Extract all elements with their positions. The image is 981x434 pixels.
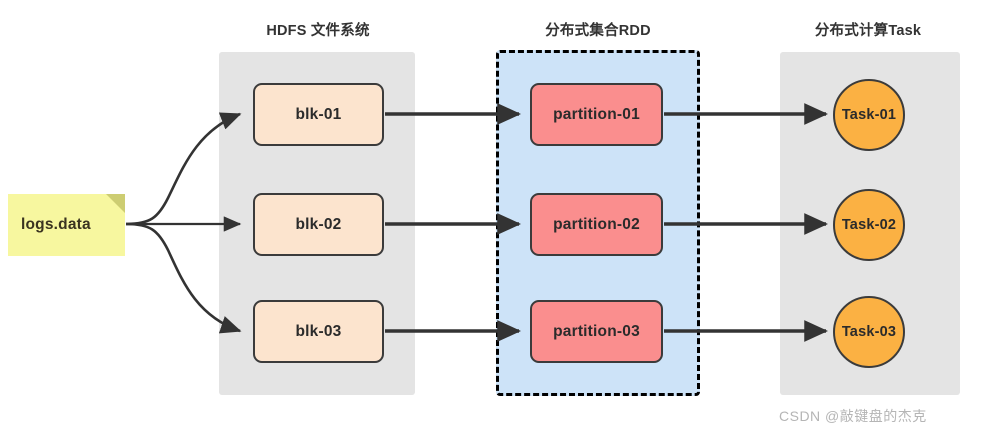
rdd-group-title: 分布式集合RDD bbox=[545, 23, 651, 39]
watermark-text: CSDN @敲键盘的杰克 bbox=[779, 408, 927, 424]
task-node-1[interactable]: Task-01 bbox=[833, 79, 905, 151]
note-fold-corner-icon bbox=[106, 194, 125, 213]
block-node-3[interactable]: blk-03 bbox=[253, 300, 384, 363]
partition-node-3[interactable]: partition-03 bbox=[530, 300, 663, 363]
task-node-3[interactable]: Task-03 bbox=[833, 296, 905, 368]
block-node-1[interactable]: blk-01 bbox=[253, 83, 384, 146]
task-label-1: Task-01 bbox=[841, 107, 897, 123]
partition-node-2[interactable]: partition-02 bbox=[530, 193, 663, 256]
task-label-2: Task-02 bbox=[841, 217, 897, 233]
block-label-3: blk-03 bbox=[295, 322, 342, 340]
partition-label-1: partition-01 bbox=[553, 105, 640, 123]
block-node-2[interactable]: blk-02 bbox=[253, 193, 384, 256]
source-file-label: logs.data bbox=[21, 216, 91, 233]
task-label-3: Task-03 bbox=[841, 324, 897, 340]
source-file-node[interactable]: logs.data bbox=[8, 194, 125, 256]
task-node-2[interactable]: Task-02 bbox=[833, 189, 905, 261]
partition-label-3: partition-03 bbox=[553, 322, 640, 340]
block-label-2: blk-02 bbox=[295, 215, 342, 233]
partition-node-1[interactable]: partition-01 bbox=[530, 83, 663, 146]
partition-label-2: partition-02 bbox=[553, 215, 640, 233]
task-group-title: 分布式计算Task bbox=[814, 23, 922, 39]
block-label-1: blk-01 bbox=[295, 105, 342, 123]
hdfs-group-title: HDFS 文件系统 bbox=[266, 23, 370, 39]
